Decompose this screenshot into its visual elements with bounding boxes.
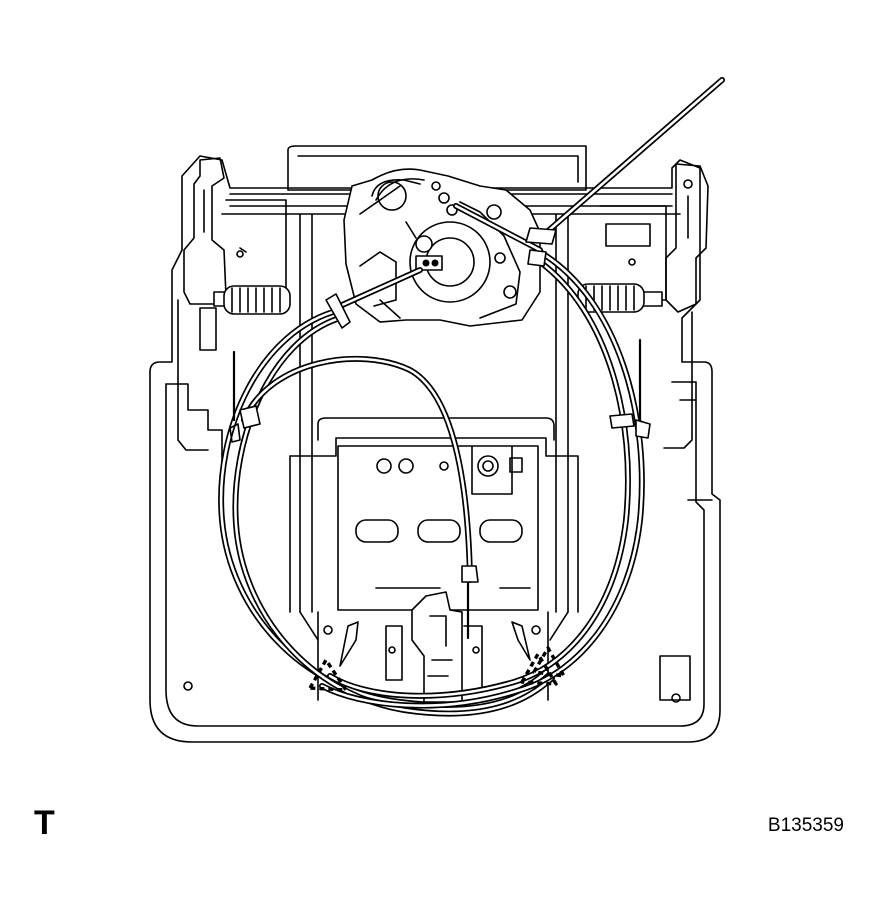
seat-frame <box>149 155 721 743</box>
dashed-arrows <box>308 646 566 692</box>
clamp-left-mid <box>239 405 261 429</box>
seat-frame-outline <box>149 155 721 743</box>
dashed-arrow-right-1 <box>520 652 558 686</box>
clamp-right-upper <box>525 227 557 245</box>
cable-clamps <box>229 227 651 667</box>
clip-left-lower <box>339 621 359 667</box>
front-details <box>183 655 691 703</box>
seat-frame-inner-left <box>165 383 223 471</box>
clamp-right-end <box>635 419 651 439</box>
clamp-right-mid <box>609 413 635 429</box>
seat-frame-inner <box>165 381 705 727</box>
seat-rails <box>299 213 569 641</box>
dashed-arrow-right-2 <box>532 646 566 678</box>
figure-id: B135359 <box>767 815 844 836</box>
clip-right-lower <box>511 621 531 661</box>
clamp-left-upper <box>325 293 351 329</box>
center-pan <box>289 417 579 613</box>
left-coil-spring <box>213 285 291 315</box>
clamp-center <box>461 565 479 583</box>
clamp-right-upper-2 <box>527 249 547 267</box>
cable-bundle <box>218 77 725 717</box>
corner-label: T <box>34 804 55 842</box>
left-side-bracket <box>177 157 287 451</box>
seat-frame-step <box>679 399 713 501</box>
recliner-mechanism <box>343 168 541 327</box>
